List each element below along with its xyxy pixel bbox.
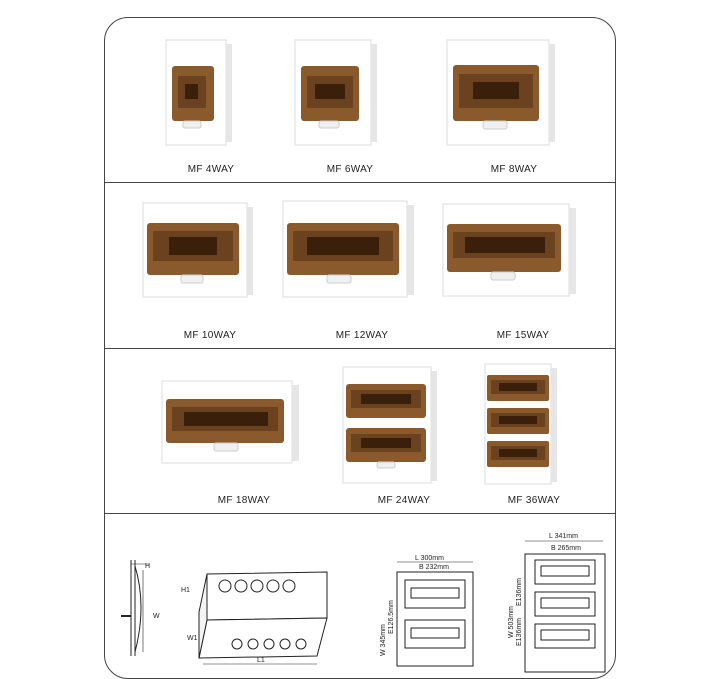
dim-l-2row: L 300mm <box>415 555 444 562</box>
product-image-mf-18way <box>160 379 302 465</box>
front-view-2row-drawing: L 300mm B 232mm W 345mm E126.5mm <box>375 548 485 668</box>
dim-e2-3row: E136mm <box>516 618 523 646</box>
dim-b-2row: B 232mm <box>419 564 449 571</box>
row-divider <box>105 513 615 514</box>
label-mf-24way: MF 24WAY <box>377 495 431 506</box>
dim-l1: L1 <box>257 657 265 664</box>
front-view-3row-drawing: L 341mm B 265mm W 503mm E136mm E136mm <box>505 528 615 676</box>
dim-w: W <box>153 613 160 620</box>
dim-e1-3row: E136mm <box>516 578 523 606</box>
label-mf-10way: MF 10WAY <box>183 330 237 341</box>
dim-w1: W1 <box>187 635 198 642</box>
product-image-mf-36way <box>483 362 561 488</box>
dim-h1: H1 <box>181 587 190 594</box>
label-mf-8way: MF 8WAY <box>490 164 538 175</box>
row-divider <box>105 182 615 183</box>
side-view-drawing: H W <box>113 556 163 666</box>
product-image-mf-24way <box>341 365 441 487</box>
catalog-sheet: MF 4WAY MF 6WAY MF 8WAY <box>104 17 616 679</box>
product-image-mf-10way <box>141 201 257 301</box>
label-mf-6way: MF 6WAY <box>326 164 374 175</box>
product-image-mf-6way <box>293 38 379 150</box>
product-image-mf-4way <box>164 38 234 150</box>
product-image-mf-12way <box>281 199 419 301</box>
product-image-mf-15way <box>441 202 581 300</box>
label-mf-12way: MF 12WAY <box>335 330 389 341</box>
product-image-mf-8way <box>445 38 559 150</box>
dim-e-2row: E126.5mm <box>388 600 395 634</box>
label-mf-18way: MF 18WAY <box>217 495 271 506</box>
dim-w-3row: W 503mm <box>508 606 515 638</box>
dim-l-3row: L 341mm <box>549 533 578 540</box>
label-mf-15way: MF 15WAY <box>496 330 550 341</box>
isometric-view-drawing: H1 W1 L1 <box>177 566 337 666</box>
label-mf-4way: MF 4WAY <box>187 164 235 175</box>
row-divider <box>105 348 615 349</box>
dim-w-2row: W 345mm <box>380 624 387 656</box>
dim-b-3row: B 265mm <box>551 545 581 552</box>
label-mf-36way: MF 36WAY <box>507 495 561 506</box>
dim-h: H <box>145 563 150 570</box>
